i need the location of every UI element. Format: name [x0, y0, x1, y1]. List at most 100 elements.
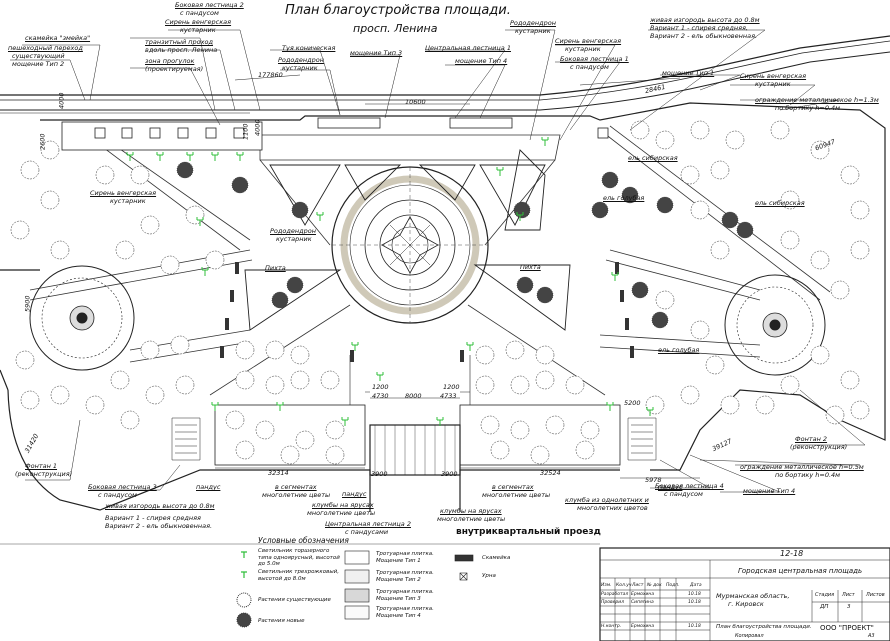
tree-existing	[320, 370, 340, 390]
tree-existing	[140, 215, 160, 235]
dim-5200: 5200	[624, 399, 641, 407]
tree-new	[651, 311, 669, 329]
label-ramp-3: пандус	[658, 483, 683, 491]
tree-new	[736, 221, 754, 239]
dim-4000-b: 4000	[253, 119, 262, 137]
tree-existing	[145, 385, 165, 405]
label-ped-cross-b: существующий	[12, 52, 65, 60]
tree-existing	[575, 440, 595, 460]
label-hedge-top-c: Вариант 2 - ель обыкновенная.	[650, 32, 758, 40]
label-fountain-1: Фонтан 1	[25, 462, 58, 470]
legend-paving-4: Тротуарная плитка. Мощение Тип 4	[376, 606, 434, 619]
label-central-stair-2b: с пандусами	[345, 528, 389, 536]
lamp-symbol	[196, 217, 204, 226]
label-fir-1: Пихта	[265, 264, 286, 272]
legend-paving-3: Тротуарная плитка. Мощение Тип 3	[376, 589, 434, 602]
tree-existing	[475, 375, 495, 395]
lamp-symbol	[516, 212, 524, 221]
stamp-frame	[0, 543, 890, 641]
tree-existing	[225, 410, 245, 430]
label-walk-zone-b: (проектируемая)	[145, 65, 204, 73]
stamp-row-2-date: 10.18	[688, 624, 701, 629]
tree-existing	[840, 165, 860, 185]
label-ped-cross-c: мощение Тип 2	[12, 60, 65, 68]
tree-new	[231, 176, 249, 194]
tree-new	[536, 286, 554, 304]
lamp-symbol	[316, 212, 324, 221]
stamp-company: ООО "ПРОЕКТ"	[820, 624, 874, 632]
dimension-lines	[215, 74, 700, 479]
label-ramp-2: пандус	[342, 490, 367, 498]
label-transit-b: вдоль просп. Ленина	[145, 46, 218, 54]
street-label-top: просп. Ленина	[353, 22, 438, 35]
label-ramp-1: пандус	[196, 483, 221, 491]
tree-existing	[40, 140, 60, 160]
label-pav-type3: мощение Тип 3	[350, 49, 403, 57]
lamp-symbol	[611, 272, 619, 281]
label-pav-type4-b: мощение Тип 4	[743, 487, 796, 495]
label-bed-2: клумбы на ярусах	[440, 507, 502, 515]
tree-existing	[710, 160, 730, 180]
legend-plant-new-icon	[236, 612, 252, 628]
tree-existing	[770, 120, 790, 140]
tree-existing	[535, 345, 555, 365]
triangle-beds	[244, 149, 571, 331]
tree-existing	[530, 445, 550, 465]
legend-bench: Скамейка	[482, 555, 511, 561]
label-rhodo-2b: кустарник	[515, 27, 551, 35]
tree-existing	[265, 375, 285, 395]
tree-existing	[655, 290, 675, 310]
bench-rows	[220, 262, 634, 362]
tree-existing	[235, 370, 255, 390]
tree-existing	[120, 410, 140, 430]
label-hedge-top-b: Вариант 1 - спирея средняя,	[650, 24, 748, 32]
stamp-col-4: Подп.	[666, 583, 680, 588]
label-spruce-sib-1: ель сибирская	[628, 154, 678, 162]
label-spruce-sib-2: ель сибирская	[755, 199, 805, 207]
tree-existing	[85, 395, 105, 415]
label-fountain-2b: (реконструкция)	[790, 443, 848, 451]
lamp-symbol	[211, 402, 219, 411]
tree-existing	[690, 200, 710, 220]
stamp-col-2: Лист	[632, 583, 644, 588]
dim-5978: 5978	[645, 476, 662, 484]
label-hedge-bot-b: Вариант 1 - спирея средняя	[105, 514, 201, 522]
label-bed-3: клумба из однолетних и	[565, 496, 649, 504]
label-fence-bot-b: по бортику h=0.4м	[775, 471, 841, 479]
lamp-symbol	[236, 152, 244, 161]
tree-existing	[175, 375, 195, 395]
tree-new	[631, 281, 649, 299]
tree-existing	[115, 240, 135, 260]
tree-existing	[825, 405, 845, 425]
stamp-sheet-header: Лист	[842, 592, 855, 598]
label-rhodo-1: Рододендрон	[278, 56, 324, 64]
label-side-stair-4b: с пандусом	[664, 490, 703, 498]
legend-urn: Урна	[482, 573, 496, 579]
dim-4000-a: 4000	[57, 92, 66, 110]
label-seg-1: в сегментах	[275, 483, 317, 491]
tree-existing	[290, 370, 310, 390]
lamp-symbol	[466, 342, 474, 351]
tree-existing	[810, 140, 830, 160]
tree-new	[721, 211, 739, 229]
tree-existing	[850, 400, 870, 420]
legend-lamp-triple-icon	[241, 571, 247, 578]
label-hedge-bot-c: Вариант 2 - ель обыкновенная.	[105, 522, 213, 530]
tree-existing	[160, 255, 180, 275]
tree-existing	[780, 375, 800, 395]
dim-8000: 8000	[405, 392, 422, 400]
dim-1100: 1100	[241, 123, 250, 141]
dim-3900-a: 3900	[371, 470, 388, 478]
lamp-symbol	[646, 407, 654, 416]
tree-existing	[290, 345, 310, 365]
label-rhodo-3b: кустарник	[276, 235, 312, 243]
label-fountain-1b: (реконструкция)	[15, 470, 73, 478]
tree-existing	[510, 375, 530, 395]
tree-existing	[235, 340, 255, 360]
tree-existing	[535, 370, 555, 390]
label-thuja: Туя коническая	[282, 44, 336, 52]
label-lilac-1b: кустарник	[180, 26, 216, 34]
label-seg-1b: многолетние цветы	[262, 491, 331, 499]
label-bed-1b: многолетние цветы	[307, 509, 376, 517]
label-side-stair-4: Боковая лестница 4	[655, 482, 724, 490]
